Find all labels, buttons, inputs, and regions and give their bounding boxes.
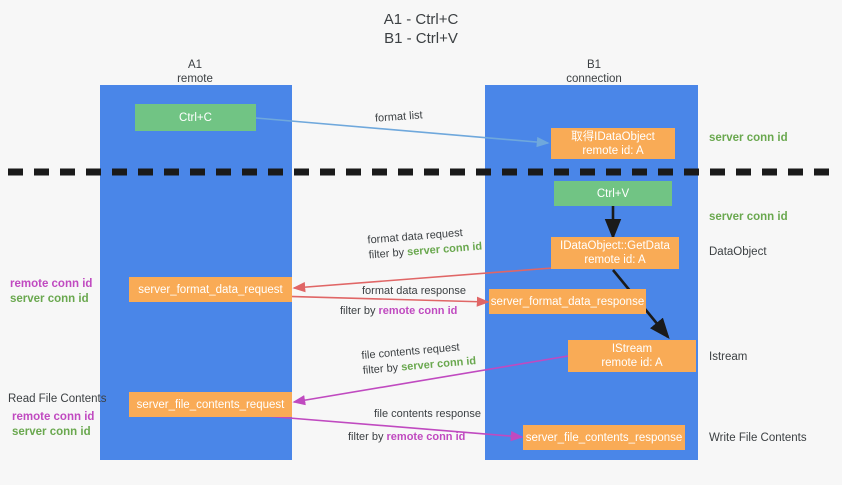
- node-idataobject-getdata[interactable]: IDataObject::GetData remote id: A: [551, 237, 679, 269]
- lane-a1-name: A1: [187, 59, 203, 71]
- node-idataobject-getdata-line2: remote id: A: [584, 254, 646, 266]
- annotation-server-conn-id-top: server conn id: [709, 132, 788, 144]
- filter-value-remote-conn-id: remote conn id: [378, 305, 458, 317]
- page-title: A1 - Ctrl+C B1 - Ctrl+V: [0, 10, 842, 48]
- filter-prefix: filter by: [368, 246, 408, 262]
- annotation-read-file-contents: Read File Contents: [8, 393, 107, 405]
- lane-header-a1: A1 remote: [95, 58, 295, 86]
- annotation-server-conn-id-2: server conn id: [12, 426, 91, 438]
- title-line-2: B1 - Ctrl+V: [384, 30, 458, 47]
- annotation-istream: Istream: [709, 351, 748, 363]
- filter-prefix: filter by: [348, 431, 387, 443]
- annotation-conn-id-stack-2: remote conn id server conn id: [12, 410, 94, 440]
- node-ctrl-c-label: Ctrl+C: [179, 111, 212, 124]
- edge-label-format-data-response: format data response filter by remote co…: [340, 284, 466, 319]
- filter-prefix: filter by: [340, 305, 379, 317]
- node-ctrl-v-label: Ctrl+V: [596, 187, 630, 200]
- node-server-file-contents-response[interactable]: server_file_contents_response: [523, 425, 685, 450]
- filter-prefix: filter by: [362, 361, 402, 377]
- edge-label-file-contents-response: file contents response filter by remote …: [348, 407, 482, 445]
- filter-value-remote-conn-id: remote conn id: [386, 431, 466, 443]
- annotation-conn-id-stack-1: remote conn id server conn id: [10, 277, 92, 307]
- lane-a1-sub: remote: [177, 73, 213, 85]
- edge-label-format-data-request: format data request filter by server con…: [367, 225, 483, 264]
- lane-header-b1: B1 connection: [494, 58, 694, 86]
- edge-label-format-data-response-filter: filter by remote conn id: [340, 304, 466, 319]
- node-server-format-data-response[interactable]: server_format_data_response: [489, 289, 646, 314]
- node-server-format-data-request[interactable]: server_format_data_request: [129, 277, 292, 302]
- node-server-format-data-response-label: server_format_data_response: [490, 295, 645, 308]
- title-line-1: A1 - Ctrl+C: [383, 11, 459, 28]
- edge-label-format-list: format list: [374, 109, 424, 125]
- annotation-write-file-contents: Write File Contents: [709, 432, 807, 444]
- annotation-remote-conn-id-2: remote conn id: [12, 411, 95, 423]
- node-istream-line2: remote id: A: [601, 357, 663, 369]
- annotation-remote-conn-id-1: remote conn id: [10, 278, 93, 290]
- node-idataobject-getdata-line1: IDataObject::GetData: [560, 240, 670, 252]
- node-server-file-contents-response-label: server_file_contents_response: [525, 431, 683, 444]
- edge-label-file-contents-response-filter: filter by remote conn id: [348, 430, 481, 445]
- node-istream-line1: IStream: [611, 343, 653, 355]
- edge-label-file-contents-response-title: file contents response: [374, 408, 482, 420]
- node-server-file-contents-request-label: server_file_contents_request: [136, 398, 285, 411]
- edge-label-format-data-response-title: format data response: [362, 285, 466, 297]
- lane-b1-name: B1: [586, 59, 602, 71]
- lane-b1-sub: connection: [566, 73, 622, 85]
- annotation-server-conn-id-1: server conn id: [10, 293, 89, 305]
- edge-label-file-contents-request: file contents request filter by server c…: [361, 339, 477, 379]
- annotation-server-conn-id-mid: server conn id: [709, 211, 788, 223]
- annotation-dataobject: DataObject: [709, 246, 767, 258]
- node-ctrl-c[interactable]: Ctrl+C: [135, 104, 256, 131]
- node-get-idataobject-line1: 取得IDataObject: [571, 130, 655, 143]
- node-ctrl-v[interactable]: Ctrl+V: [554, 181, 672, 206]
- node-get-idataobject-line2: remote id: A: [582, 144, 644, 157]
- node-istream[interactable]: IStream remote id: A: [568, 340, 696, 372]
- node-server-file-contents-request[interactable]: server_file_contents_request: [129, 392, 292, 417]
- node-server-format-data-request-label: server_format_data_request: [138, 283, 283, 296]
- node-get-idataobject[interactable]: 取得IDataObject remote id: A: [551, 128, 675, 159]
